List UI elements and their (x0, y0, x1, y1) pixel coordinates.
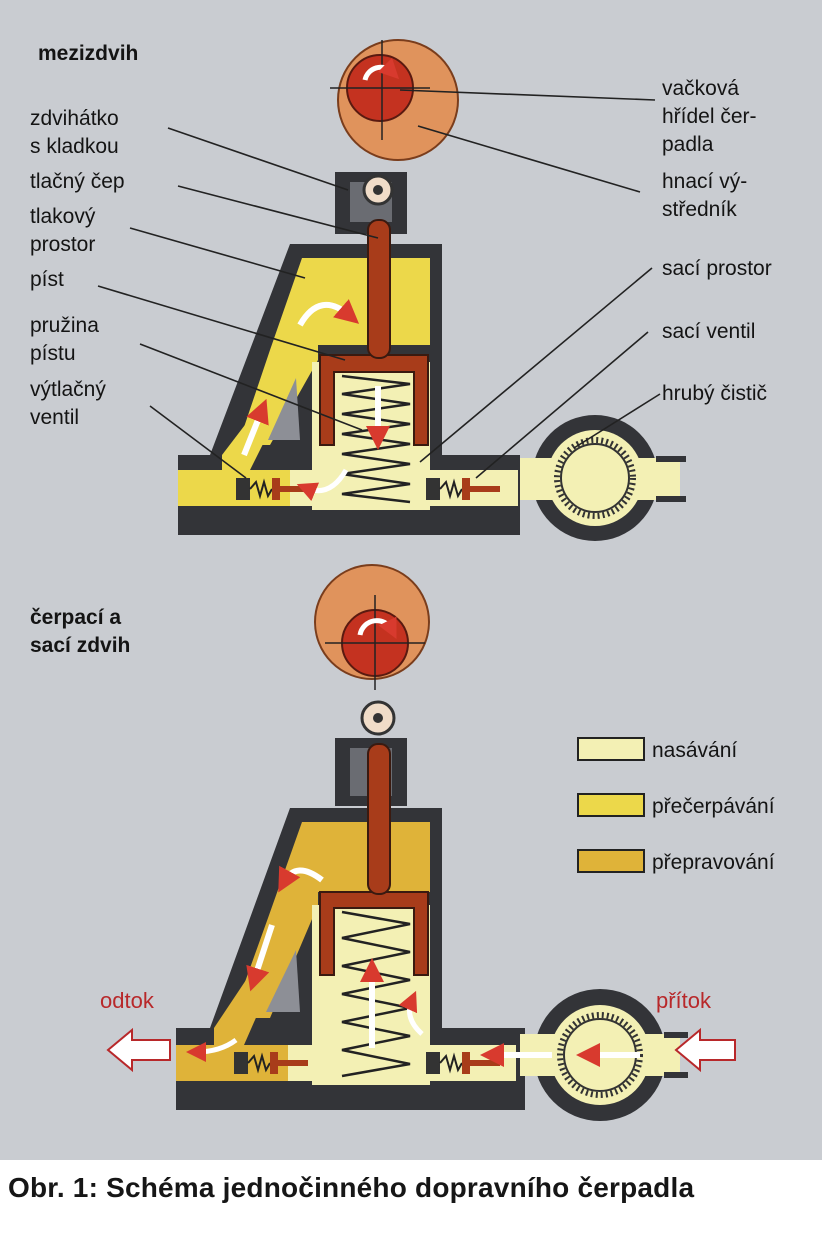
top-panel-title: mezizdvih (38, 42, 138, 65)
label-hnaci-line2: středník (662, 198, 737, 221)
label-saci-ventil: sací ventil (662, 320, 755, 343)
label-pist: píst (30, 268, 64, 291)
pump-diagram: nasávání přečerpávání přepravování meziz… (30, 39, 775, 1121)
label-saci-prostor: sací prostor (662, 257, 772, 280)
spring-bottom (341, 910, 411, 1078)
legend-label-transfer: přečerpávání (652, 795, 775, 818)
legend-swatch-transfer (577, 793, 645, 817)
label-vackova-line2: hřídel čer- (662, 105, 757, 128)
bottom-panel-title-line1: čerpací a (30, 606, 121, 629)
outlet-arrow (106, 1027, 171, 1073)
label-inlet: přítok (656, 988, 712, 1013)
piston-top (319, 354, 429, 446)
label-vackova-line1: vačková (662, 77, 739, 100)
label-pruzina-line2: pístu (30, 342, 76, 365)
label-hruby-cistic: hrubý čistič (662, 382, 767, 405)
push-rod-top (367, 219, 391, 359)
label-tlacny-cep: tlačný čep (30, 170, 125, 193)
delivery-valve-bottom (270, 1052, 278, 1074)
label-vytlacny-line1: výtlačný (30, 378, 106, 401)
pump-bottom (106, 564, 736, 1121)
label-pruzina-line1: pružina (30, 314, 99, 337)
leader-lines-top (97, 89, 661, 479)
label-vytlacny-line2: ventil (30, 406, 79, 429)
bottom-panel-title-line2: sací zdvih (30, 634, 130, 657)
label-tlakovy-line1: tlakový (30, 205, 96, 228)
delivery-valve-top (272, 478, 280, 500)
label-hnaci-line1: hnací vý- (662, 170, 747, 193)
rotation-arrow-top (362, 57, 400, 81)
legend: nasávání přečerpávání přepravování (577, 737, 775, 874)
label-vackova-line3: padla (662, 133, 714, 156)
legend-swatch-suction (577, 737, 645, 761)
label-tlakovy-line2: prostor (30, 233, 95, 256)
suction-valve-top (462, 478, 470, 500)
label-outlet: odtok (100, 988, 155, 1013)
legend-label-delivery: přepravování (652, 851, 775, 874)
label-zdvihatko-line2: s kladkou (30, 135, 119, 158)
rotation-arrow-bottom (357, 616, 397, 639)
strainer-mesh-top (554, 437, 636, 519)
suction-valve-bottom (462, 1052, 470, 1074)
inlet-arrow (674, 1027, 736, 1073)
push-rod-bottom (367, 743, 391, 895)
legend-swatch-delivery (577, 849, 645, 873)
label-zdvihatko-line1: zdvihátko (30, 107, 119, 130)
pump-top (178, 39, 686, 541)
legend-label-suction: nasávání (652, 739, 737, 762)
piston-bottom (319, 891, 429, 976)
figure-caption: Obr. 1: Schéma jednočinného dopravního č… (8, 1172, 695, 1203)
